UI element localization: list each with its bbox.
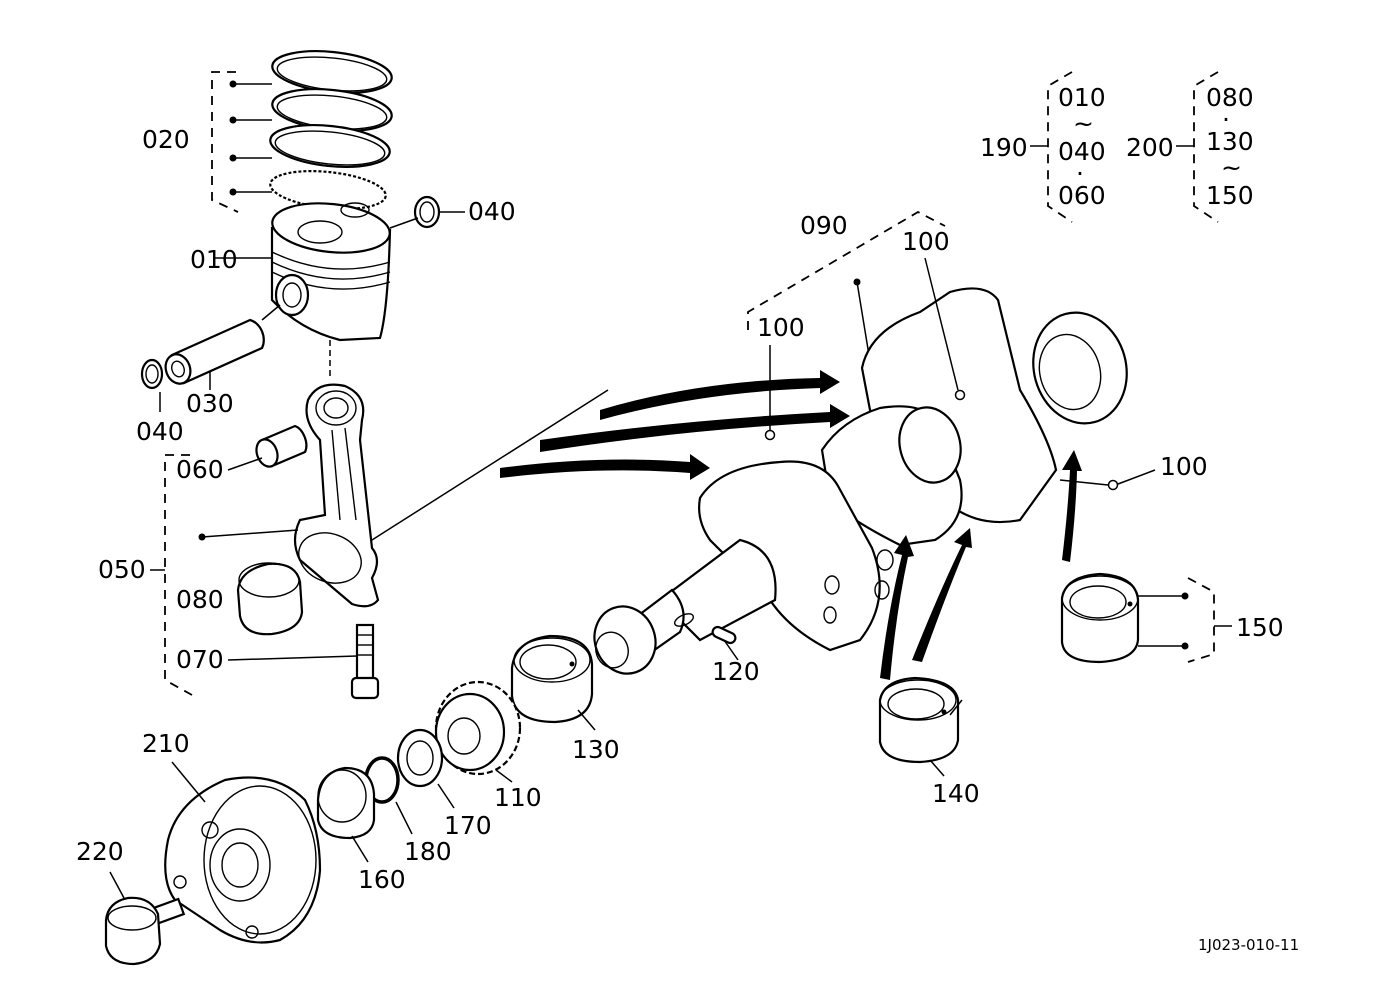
kit-200-item-1: 080 (1206, 83, 1254, 112)
leader-110 (495, 769, 513, 783)
connecting-rod[interactable] (292, 383, 380, 608)
label-100-left: 100 (757, 313, 805, 342)
label-130: 130 (572, 735, 620, 764)
leader-040a-b (389, 217, 419, 229)
ring-dots (229, 80, 272, 196)
label-140: 140 (932, 779, 980, 808)
leader-140 (949, 699, 963, 716)
label-070: 070 (176, 645, 224, 674)
feather-key[interactable] (711, 625, 737, 645)
leader-120 (723, 639, 739, 661)
main-bearing-150[interactable] (1060, 572, 1140, 664)
collar[interactable] (316, 766, 376, 840)
label-160: 160 (358, 865, 406, 894)
leader-060 (227, 457, 263, 471)
label-040-left: 040 (136, 417, 184, 446)
label-220: 220 (76, 837, 124, 866)
leader-100c (1059, 479, 1109, 486)
piston-rings[interactable] (268, 46, 394, 214)
label-190: 190 (980, 133, 1028, 162)
label-030: 030 (186, 389, 234, 418)
kit-190-sep-2: · (1076, 159, 1084, 188)
leader-180 (395, 801, 413, 835)
label-200: 200 (1126, 133, 1174, 162)
kit-200-item-2: 130 (1206, 127, 1254, 156)
kit-190-item-2: 040 (1058, 137, 1106, 166)
label-020: 020 (142, 125, 190, 154)
label-100-top: 100 (902, 227, 950, 256)
leader-130 (577, 709, 596, 731)
connecting-rod-bolt[interactable] (350, 623, 380, 700)
crankshaft[interactable] (604, 287, 1139, 672)
small-end-bushing[interactable] (253, 424, 308, 470)
label-040-right: 040 (468, 197, 516, 226)
assembly-arrows (500, 370, 1082, 680)
main-bearing-140[interactable] (878, 676, 960, 764)
leader-050 (201, 529, 299, 538)
bearing-case-cover[interactable] (164, 776, 322, 944)
leader-100c-b (1117, 469, 1156, 485)
label-100-right: 100 (1160, 452, 1208, 481)
piston[interactable] (270, 198, 392, 342)
cover-bolt[interactable] (104, 896, 186, 966)
kit-200-item-3: 150 (1206, 181, 1254, 210)
crankpin-bearing[interactable] (236, 562, 304, 636)
bracket-020 (211, 71, 239, 213)
bracket-150 (1187, 577, 1215, 663)
bracket-090 (747, 210, 946, 330)
label-090: 090 (800, 211, 848, 240)
leader-070 (227, 655, 358, 661)
kit-200-sep-1: · (1222, 105, 1230, 134)
kit-190-sep-1: ~ (1073, 109, 1094, 138)
oil-hole-a (764, 429, 776, 441)
leader-220 (109, 871, 125, 899)
piston-pin[interactable] (162, 318, 265, 387)
oil-hole-c (1107, 479, 1119, 491)
pin-axis (261, 304, 281, 321)
label-150: 150 (1236, 613, 1284, 642)
leader-210 (171, 761, 206, 803)
shim-washer[interactable] (396, 728, 444, 788)
kit-190-item-3: 060 (1058, 181, 1106, 210)
label-080: 080 (176, 585, 224, 614)
label-170: 170 (444, 811, 492, 840)
label-120: 120 (712, 657, 760, 686)
crank-gear-shaft-spline[interactable] (585, 598, 665, 682)
leader-140b (929, 759, 945, 777)
label-010: 010 (190, 245, 238, 274)
circlip-left[interactable] (140, 358, 164, 390)
oil-hole-b (954, 389, 966, 401)
diagram-id: 1J023-010-11 (1198, 936, 1299, 954)
label-060: 060 (176, 455, 224, 484)
label-110: 110 (494, 783, 542, 812)
rod-to-crank-line (371, 389, 609, 541)
label-180: 180 (404, 837, 452, 866)
leader-170 (437, 783, 455, 809)
kit-190-item-1: 010 (1058, 83, 1106, 112)
leader-160 (351, 835, 369, 863)
label-210: 210 (142, 729, 190, 758)
crankshaft-gear[interactable] (434, 680, 522, 776)
label-050: 050 (98, 555, 146, 584)
circlip-right[interactable] (413, 195, 441, 229)
front-bearing[interactable] (510, 634, 594, 724)
kit-200-sep-2: ~ (1221, 153, 1242, 182)
leader-100b (924, 257, 959, 391)
